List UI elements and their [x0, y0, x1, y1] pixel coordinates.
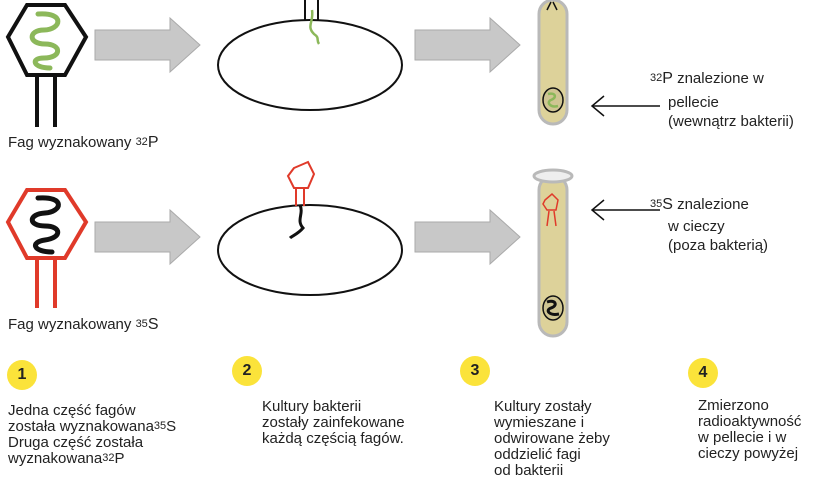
injected-dna-row2: [288, 204, 305, 240]
phage-ghost-row2-tail: [546, 210, 557, 227]
step-1-line1: Jedna część fagów: [8, 402, 136, 419]
bacterium-infected-s35: [217, 160, 403, 296]
step-2-line3: każdą częścią fagów.: [262, 430, 404, 447]
bacterium-row1: [217, 19, 403, 111]
arrow-row1-b: [414, 16, 521, 74]
step-3-line1: Kultury zostały: [494, 398, 592, 415]
step-4-line1: Zmierzono: [698, 397, 769, 414]
pointer-row2-head: [590, 199, 605, 221]
test-tube-s35: [532, 168, 574, 338]
bacterium-infected-p32: [217, 0, 403, 111]
step-3-line2: wymieszane i: [494, 414, 585, 431]
step-1-badge: 1: [7, 360, 37, 390]
phage-capsid-on-bacterium-row2: [286, 160, 316, 189]
step-1-line4: wyznakowana32P: [8, 450, 125, 467]
arrow-row2-a: [94, 208, 201, 266]
result-p32-line1: 32P znalezione w: [650, 70, 764, 87]
phage-ghost-row2: [542, 192, 559, 211]
step-2-line2: zostały zainfekowane: [262, 414, 405, 431]
step-4-line4: cieczy powyżej: [698, 445, 799, 462]
pellet-row2-dna: [546, 299, 560, 316]
step-4-line2: radioaktywność: [698, 413, 802, 430]
step-4-badge: 4: [688, 358, 718, 388]
step-3-line5: od bakterii: [494, 462, 564, 479]
result-p32-line3: (wewnątrz bakterii): [668, 113, 794, 130]
step-3-badge: 3: [460, 356, 490, 386]
phage-p32-dna: [29, 11, 61, 71]
step-1-text: Jedna część fagów została wyznakowana35S…: [8, 403, 176, 467]
step-1-line2: została wyznakowana35S: [8, 418, 177, 435]
bacterium-row2: [217, 204, 403, 296]
step-4-text: Zmierzono radioaktywność w pellecie i w …: [698, 398, 801, 462]
step-3-line4: oddzielić fagi: [494, 446, 581, 463]
step-3-text: Kultury zostały wymieszane i odwirowane …: [494, 399, 610, 479]
phage-ghost-row1: [546, 1, 558, 11]
phage-p32: [5, 2, 89, 127]
arrow-row1-a: [94, 16, 201, 74]
result-s35-line3: (poza bakterią): [668, 237, 769, 254]
arrow-row2-b: [414, 208, 521, 266]
phage-s35-dna: [29, 195, 61, 255]
pellet-row1-dna: [547, 92, 559, 108]
step-1-line3: Druga część została: [8, 434, 144, 451]
tube-row2-rim: [532, 168, 574, 184]
result-s35-line1: 35S znalezione: [650, 196, 749, 213]
result-p32-line2: pellecie: [668, 94, 719, 111]
step-2-line1: Kultury bakterii: [262, 398, 362, 415]
pointer-row1-head: [590, 95, 605, 117]
result-s35-line2: w cieczy: [668, 218, 725, 235]
label-phage-s35: Fag wyznakowany 35S: [8, 316, 159, 333]
phage-p32-capsid: [5, 2, 89, 77]
step-3-line3: odwirowane żeby: [494, 430, 610, 447]
step-2-text: Kultury bakterii zostały zainfekowane ka…: [262, 399, 405, 447]
step-4-line3: w pellecie i w: [698, 429, 787, 446]
step-2-badge: 2: [232, 356, 262, 386]
injected-dna-row1: [309, 9, 321, 45]
label-phage-p32: Fag wyznakowany 32P: [8, 134, 159, 151]
test-tube-p32: [537, 0, 569, 126]
phage-s35: [5, 188, 89, 308]
